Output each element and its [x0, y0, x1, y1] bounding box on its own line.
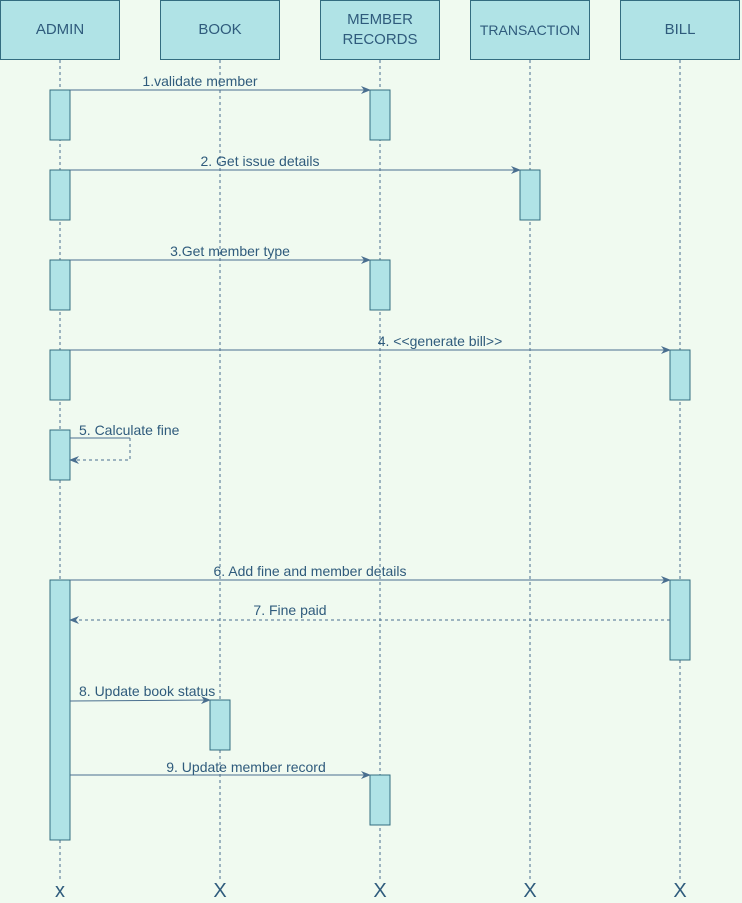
end-mark-bill: X: [673, 880, 686, 902]
activation-admin-5: [49, 429, 71, 481]
end-mark-member-records: X: [373, 880, 386, 902]
actor-member-records: MEMBER RECORDS: [320, 0, 440, 60]
message-5-label: 5. Calculate fine: [79, 422, 180, 438]
activation-admin-4: [49, 349, 71, 401]
activation-member-1: [369, 89, 391, 141]
activation-bill-1: [669, 349, 691, 401]
message-6-label: 6. Add fine and member details: [213, 563, 406, 579]
end-mark-book: X: [213, 880, 226, 902]
actor-admin: ADMIN: [0, 0, 120, 60]
actor-transaction: TRANSACTION: [470, 0, 590, 60]
message-9-label: 9. Update member record: [166, 759, 326, 775]
message-4-label: 4. <<generate bill>>: [378, 333, 503, 349]
message-8-arrow: [69, 696, 211, 705]
activation-member-3: [369, 774, 391, 826]
activation-book-1: [209, 699, 231, 751]
activation-bill-2: [669, 579, 691, 661]
activation-member-2: [369, 259, 391, 311]
message-3-label: 3.Get member type: [170, 243, 290, 259]
message-1-label: 1.validate member: [142, 73, 258, 89]
activation-admin-6: [49, 579, 71, 841]
activation-transaction-1: [519, 169, 541, 221]
message-7-label: 7. Fine paid: [253, 602, 326, 618]
activation-admin-1: [49, 89, 71, 141]
end-mark-transaction: X: [523, 880, 536, 902]
actor-bill: BILL: [620, 0, 740, 60]
actor-book: BOOK: [160, 0, 280, 60]
activation-admin-3: [49, 259, 71, 311]
message-2-label: 2. Get issue details: [200, 153, 319, 169]
message-5-arrow-return: [69, 438, 131, 464]
message-8-label: 8. Update book status: [79, 683, 215, 699]
activation-admin-2: [49, 169, 71, 221]
end-mark-admin: x: [55, 880, 65, 902]
